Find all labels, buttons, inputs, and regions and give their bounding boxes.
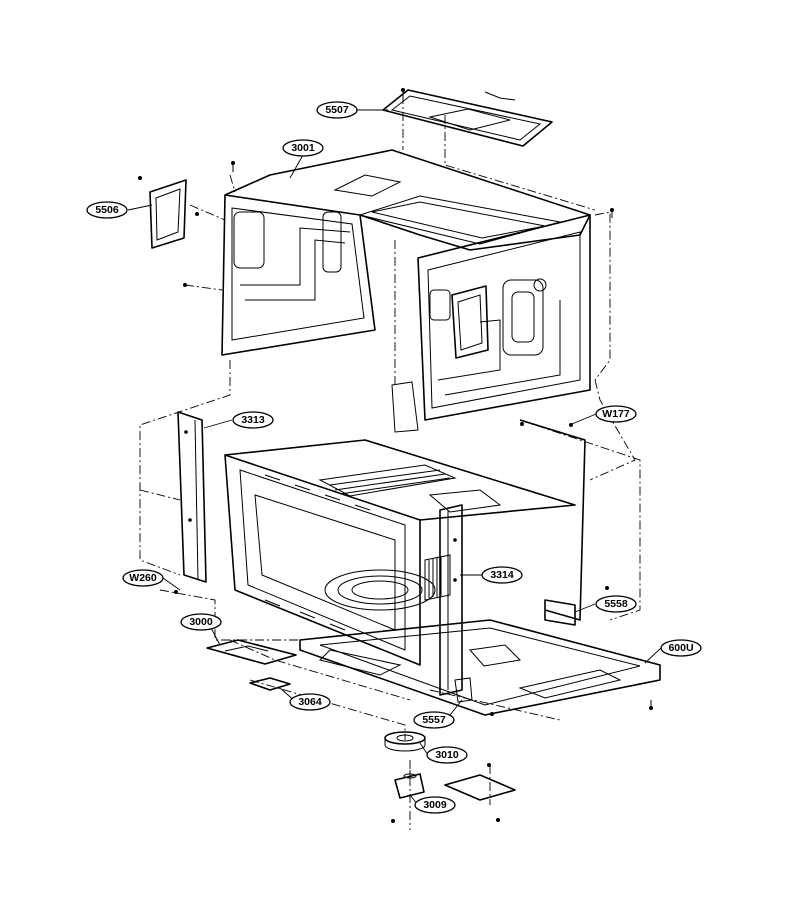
label-text-3000: 3000 — [189, 616, 213, 628]
cabinet-3001 — [221, 149, 591, 421]
label-text-3001: 3001 — [291, 142, 315, 154]
top-cover-5507 — [382, 88, 553, 147]
plate-3064 — [249, 677, 291, 691]
label-text-3314: 3314 — [490, 569, 514, 581]
label-text-600U: 600U — [668, 642, 693, 654]
label-3009: 3009 — [414, 796, 456, 814]
label-text-3313: 3313 — [241, 414, 265, 426]
label-text-W177: W177 — [602, 408, 630, 420]
label-3010: 3010 — [426, 746, 468, 764]
label-text-3009: 3009 — [423, 799, 447, 811]
motor-cover-plate — [444, 774, 516, 801]
label-3314: 3314 — [481, 566, 523, 584]
gasket-5506 — [138, 176, 187, 249]
label-text-5557: 5557 — [422, 714, 446, 726]
base-plate-600U — [299, 619, 661, 716]
label-text-5506: 5506 — [95, 204, 119, 216]
inner-cavity — [224, 381, 586, 666]
label-text-5507: 5507 — [325, 104, 349, 116]
label-5506: 5506 — [86, 201, 128, 219]
label-W177: W177 — [595, 405, 637, 423]
bracket-5558 — [544, 586, 609, 626]
label-text-3064: 3064 — [298, 696, 322, 708]
label-5557: 5557 — [413, 711, 455, 729]
coupler-3010 — [384, 731, 426, 752]
bracket-3313 — [177, 411, 207, 583]
label-3313: 3313 — [232, 411, 274, 429]
bracket-3314 — [439, 504, 463, 696]
label-text-W260: W260 — [129, 572, 157, 584]
screws — [174, 90, 653, 823]
label-3064: 3064 — [289, 693, 331, 711]
label-600U: 600U — [660, 639, 702, 657]
label-3001: 3001 — [282, 139, 324, 157]
label-5558: 5558 — [595, 595, 637, 613]
leader-lines — [127, 109, 662, 806]
label-text-3010: 3010 — [435, 749, 459, 761]
cover-3000 — [206, 639, 297, 665]
label-W260: W260 — [122, 569, 164, 587]
gasket-right — [451, 285, 489, 359]
label-text-5558: 5558 — [604, 598, 628, 610]
motor-3009 — [394, 770, 425, 799]
label-5507: 5507 — [316, 101, 358, 119]
label-3000: 3000 — [180, 613, 222, 631]
